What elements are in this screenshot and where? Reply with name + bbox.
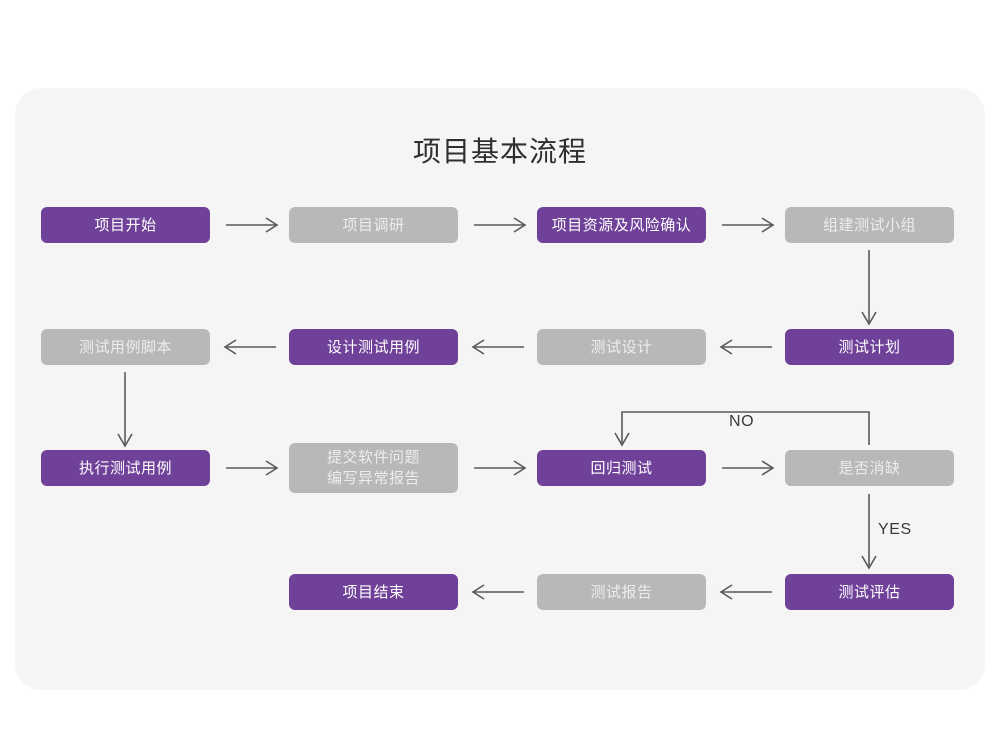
node-execute-test-case[interactable]: 执行测试用例 bbox=[41, 450, 210, 486]
node-test-design[interactable]: 测试设计 bbox=[537, 329, 706, 365]
node-test-report[interactable]: 测试报告 bbox=[537, 574, 706, 610]
node-submit-defect-report[interactable]: 提交软件问题 编写异常报告 bbox=[289, 443, 458, 493]
edge-label-no: NO bbox=[729, 413, 755, 430]
page-title: 项目基本流程 bbox=[412, 136, 587, 167]
node-regression-test[interactable]: 回归测试 bbox=[537, 450, 706, 486]
node-design-test-case[interactable]: 设计测试用例 bbox=[289, 329, 458, 365]
node-test-evaluation[interactable]: 测试评估 bbox=[785, 574, 954, 610]
node-test-case-script[interactable]: 测试用例脚本 bbox=[41, 329, 210, 365]
edge-label-yes: YES bbox=[878, 521, 912, 538]
node-project-end[interactable]: 项目结束 bbox=[289, 574, 458, 610]
node-defect-resolved-decision[interactable]: 是否消缺 bbox=[785, 450, 954, 486]
node-project-start[interactable]: 项目开始 bbox=[41, 207, 210, 243]
node-resource-risk-confirm[interactable]: 项目资源及风险确认 bbox=[537, 207, 706, 243]
node-test-plan[interactable]: 测试计划 bbox=[785, 329, 954, 365]
node-build-test-team[interactable]: 组建测试小组 bbox=[785, 207, 954, 243]
node-project-research[interactable]: 项目调研 bbox=[289, 207, 458, 243]
